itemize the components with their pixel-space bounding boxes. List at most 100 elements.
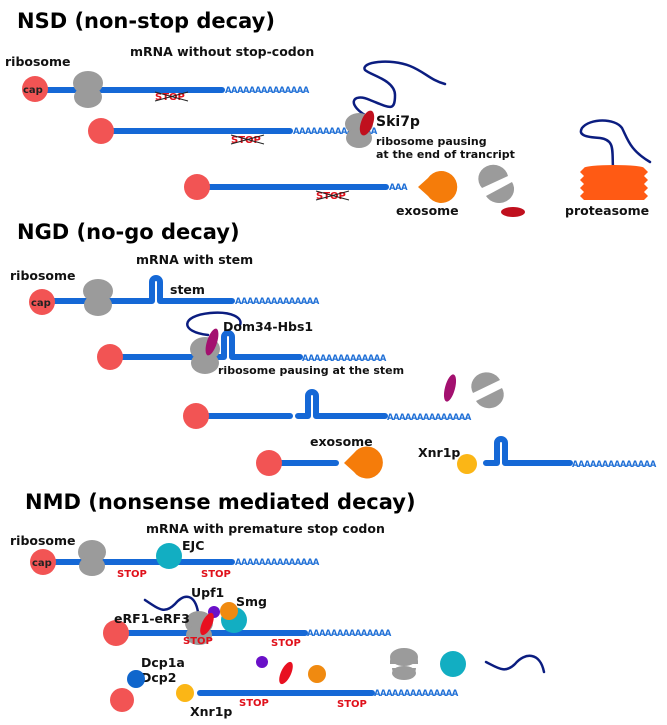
polya-tail: AAAAAAAAAAAAAA — [235, 558, 320, 568]
ngd-mrna-4 — [256, 450, 339, 476]
premature-stop-codon: STOP — [183, 636, 213, 647]
nmd-mrna-2: AAAAAAAAAAAAAA STOP STOP — [103, 602, 392, 649]
nsd-exosome-label: exosome — [396, 203, 459, 218]
dcp2-label: Dcp2 — [141, 670, 176, 685]
ngd-mrna-1: cap stem AAAAAAAAAAAAAA — [29, 275, 320, 316]
cap-icon — [103, 620, 129, 646]
polya-tail: AAAAAAAAAAAAAA — [387, 413, 472, 423]
ejc-released-icon — [440, 651, 466, 677]
exosome-icon — [344, 446, 383, 479]
normal-stop-codon: STOP — [337, 699, 367, 710]
proteasome-icon — [580, 165, 648, 200]
ngd-xnr1p-label: Xnr1p — [418, 445, 460, 460]
nsd-mrna-2: AAAAAAAAAAAAAA STOP — [88, 110, 378, 148]
cap-icon — [110, 688, 134, 712]
ribosome-icon — [73, 71, 103, 108]
ngd-mrna-3: AAAAAAAAAAAAAA — [183, 389, 472, 429]
dom34-hbs1-label: Dom34-Hbs1 — [223, 319, 313, 334]
nascent-peptide — [143, 595, 200, 614]
ngd-section: NGD (no-go decay) mRNA with stem ribosom… — [10, 220, 657, 479]
pausing-label-line2: at the end of trancript — [376, 148, 515, 161]
nascent-peptide — [186, 311, 242, 337]
nsd-section: NSD (non-stop decay) mRNA without stop-c… — [5, 9, 652, 218]
polya-tail: AAAAAAAAAAAAAA — [225, 86, 310, 96]
dom34-released-icon — [443, 374, 457, 402]
ngd-mrna-label: mRNA with stem — [136, 252, 253, 267]
dom34-hbs1-icon — [205, 328, 219, 356]
cap-icon — [256, 450, 282, 476]
ngd-pausing-label: ribosome pausing at the stem — [218, 364, 404, 377]
nsd-mrna-3: AAA STOP — [184, 174, 409, 202]
ski7p-icon — [359, 110, 375, 136]
dissociated-ribosome-icon — [478, 164, 515, 203]
svg-text:STOP: STOP — [231, 135, 261, 146]
smg-label: Smg — [236, 594, 267, 609]
nsd-mrna-label: mRNA without stop-codon — [130, 44, 314, 59]
dcp1a-dcp2-icon — [127, 670, 145, 688]
dissociated-ribosome-icon — [390, 648, 418, 680]
nmd-xnr1p-label: Xnr1p — [190, 704, 232, 719]
cap-icon — [30, 549, 56, 575]
stem-label: stem — [170, 282, 205, 297]
xnr1p-icon — [176, 684, 194, 702]
ngd-ribosome-label: ribosome — [10, 268, 76, 283]
dcp1a-label: Dcp1a — [141, 655, 185, 670]
degraded-peptide — [579, 119, 652, 170]
polya-tail: AAAAAAAAAAAAAA — [293, 127, 378, 137]
cap-label: cap — [31, 298, 51, 309]
nmd-mrna-label: mRNA with premature stop codon — [146, 521, 385, 536]
ngd-exosome-label: exosome — [310, 434, 373, 449]
pausing-label-line1: ribosome pausing — [376, 135, 487, 148]
normal-stop-codon: STOP — [201, 569, 231, 580]
nsd-title: NSD (non-stop decay) — [17, 9, 275, 33]
xnr1p-icon — [457, 454, 477, 474]
nmd-section: NMD (nonsense mediated decay) mRNA with … — [10, 490, 546, 719]
polya-tail: AAAAAAAAAAAAAA — [302, 354, 387, 364]
smg-icon — [220, 602, 238, 620]
struck-stop-codon: STOP — [230, 134, 265, 146]
nmd-mrna-1: cap EJC STOP STOP AAAAAAAAAAAAAA — [30, 538, 320, 580]
nsd-ribosome-label: ribosome — [5, 54, 71, 69]
polya-tail: AAA — [389, 183, 408, 193]
exosome-icon — [418, 171, 458, 204]
upf1-released-icon — [256, 656, 268, 668]
cap-icon — [183, 403, 209, 429]
nsd-mrna-1: cap AAAAAAAAAAAAAA STOP — [22, 71, 310, 108]
upf1-label: Upf1 — [191, 585, 224, 600]
ski7p-released-icon — [501, 207, 525, 217]
nmd-mrna-3: AAAAAAAAAAAAAA STOP STOP — [197, 689, 459, 710]
nmd-ribosome-label: ribosome — [10, 533, 76, 548]
polya-tail: AAAAAAAAAAAAAA — [572, 460, 657, 470]
ngd-mrna-2: AAAAAAAAAAAAAA — [97, 328, 387, 374]
ski7p-label: Ski7p — [376, 114, 420, 130]
cap-icon — [22, 76, 48, 102]
premature-stop-codon: STOP — [117, 569, 147, 580]
ribosome-icon — [78, 540, 106, 576]
proteasome-label: proteasome — [565, 203, 649, 218]
ejc-icon — [156, 543, 182, 569]
polya-tail: AAAAAAAAAAAAAA — [235, 297, 320, 307]
ngd-mrna-5: AAAAAAAAAAAAAA — [483, 436, 657, 470]
cap-icon — [97, 344, 123, 370]
cap-icon — [88, 118, 114, 144]
nmd-title: NMD (nonsense mediated decay) — [25, 490, 416, 514]
cap-label: cap — [23, 85, 43, 96]
premature-stop-codon: STOP — [239, 698, 269, 709]
ribosome-icon — [83, 279, 113, 316]
cap-icon — [184, 174, 210, 200]
ejc-label: EJC — [182, 538, 204, 553]
released-peptide — [484, 654, 546, 674]
cap-label: cap — [32, 558, 52, 569]
erf1-erf3-label: eRF1-eRF3 — [114, 611, 190, 626]
dissociated-ribosome-icon — [471, 372, 504, 409]
smg-released-icon — [308, 665, 326, 683]
cap-icon — [29, 289, 55, 315]
erf1-erf3-icon — [200, 612, 214, 636]
svg-text:STOP: STOP — [316, 191, 346, 202]
nascent-peptide — [352, 60, 447, 120]
normal-stop-codon: STOP — [271, 638, 301, 649]
struck-stop-codon: STOP — [154, 91, 189, 103]
struck-stop-codon: STOP — [315, 190, 350, 202]
svg-text:STOP: STOP — [155, 92, 185, 103]
